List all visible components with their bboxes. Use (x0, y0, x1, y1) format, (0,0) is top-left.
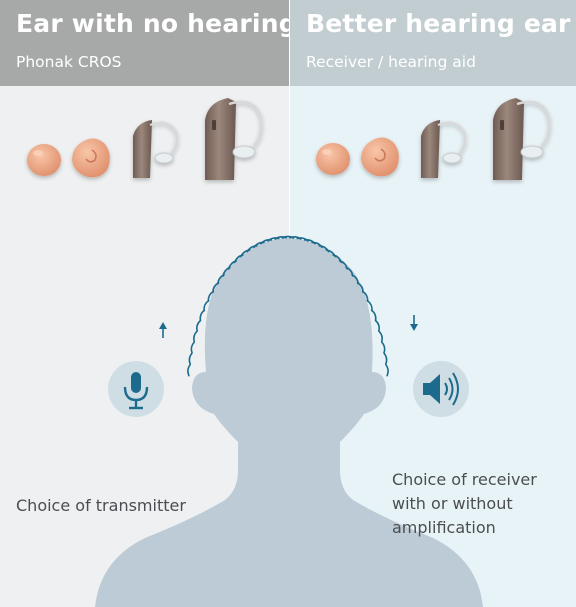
receiver-caption-line-3: amplification (392, 516, 537, 540)
sound-wave-mark (372, 310, 376, 320)
up-arrow (159, 322, 167, 338)
head-silhouette (95, 238, 483, 607)
sound-wave-mark (379, 331, 382, 342)
sound-wave-mark (386, 365, 388, 376)
right-devices (316, 98, 550, 180)
bte-device-small-right (421, 120, 465, 178)
in-ear-device-shell-right (361, 137, 399, 176)
bte-device-large-right (493, 98, 550, 180)
sound-wave-mark (204, 301, 209, 311)
in-ear-device-small-right (316, 143, 350, 175)
microphone-icon (108, 361, 164, 417)
receiver-caption-line-1: Choice of receiver (392, 468, 537, 492)
transmitter-caption: Choice of transmitter (16, 494, 186, 518)
bte-device-large (205, 98, 262, 180)
bte-device-small (133, 120, 177, 178)
speaker-icon (413, 361, 469, 417)
sound-wave-mark (189, 353, 192, 364)
in-ear-device-shell (72, 138, 110, 177)
sound-wave-mark (376, 321, 380, 332)
sound-wave-mark (200, 310, 204, 320)
receiver-caption-line-2: with or without (392, 492, 537, 516)
sound-wave-mark (197, 321, 201, 332)
down-arrow (410, 315, 418, 331)
sound-wave-mark (194, 331, 197, 342)
receiver-caption: Choice of receiver with or without ampli… (392, 468, 537, 540)
sound-wave-mark (188, 365, 190, 376)
left-devices (27, 98, 262, 180)
sound-wave-mark (384, 353, 387, 364)
in-ear-device-small (27, 144, 61, 176)
sound-wave-mark (382, 342, 385, 353)
sound-wave-mark (191, 342, 194, 353)
